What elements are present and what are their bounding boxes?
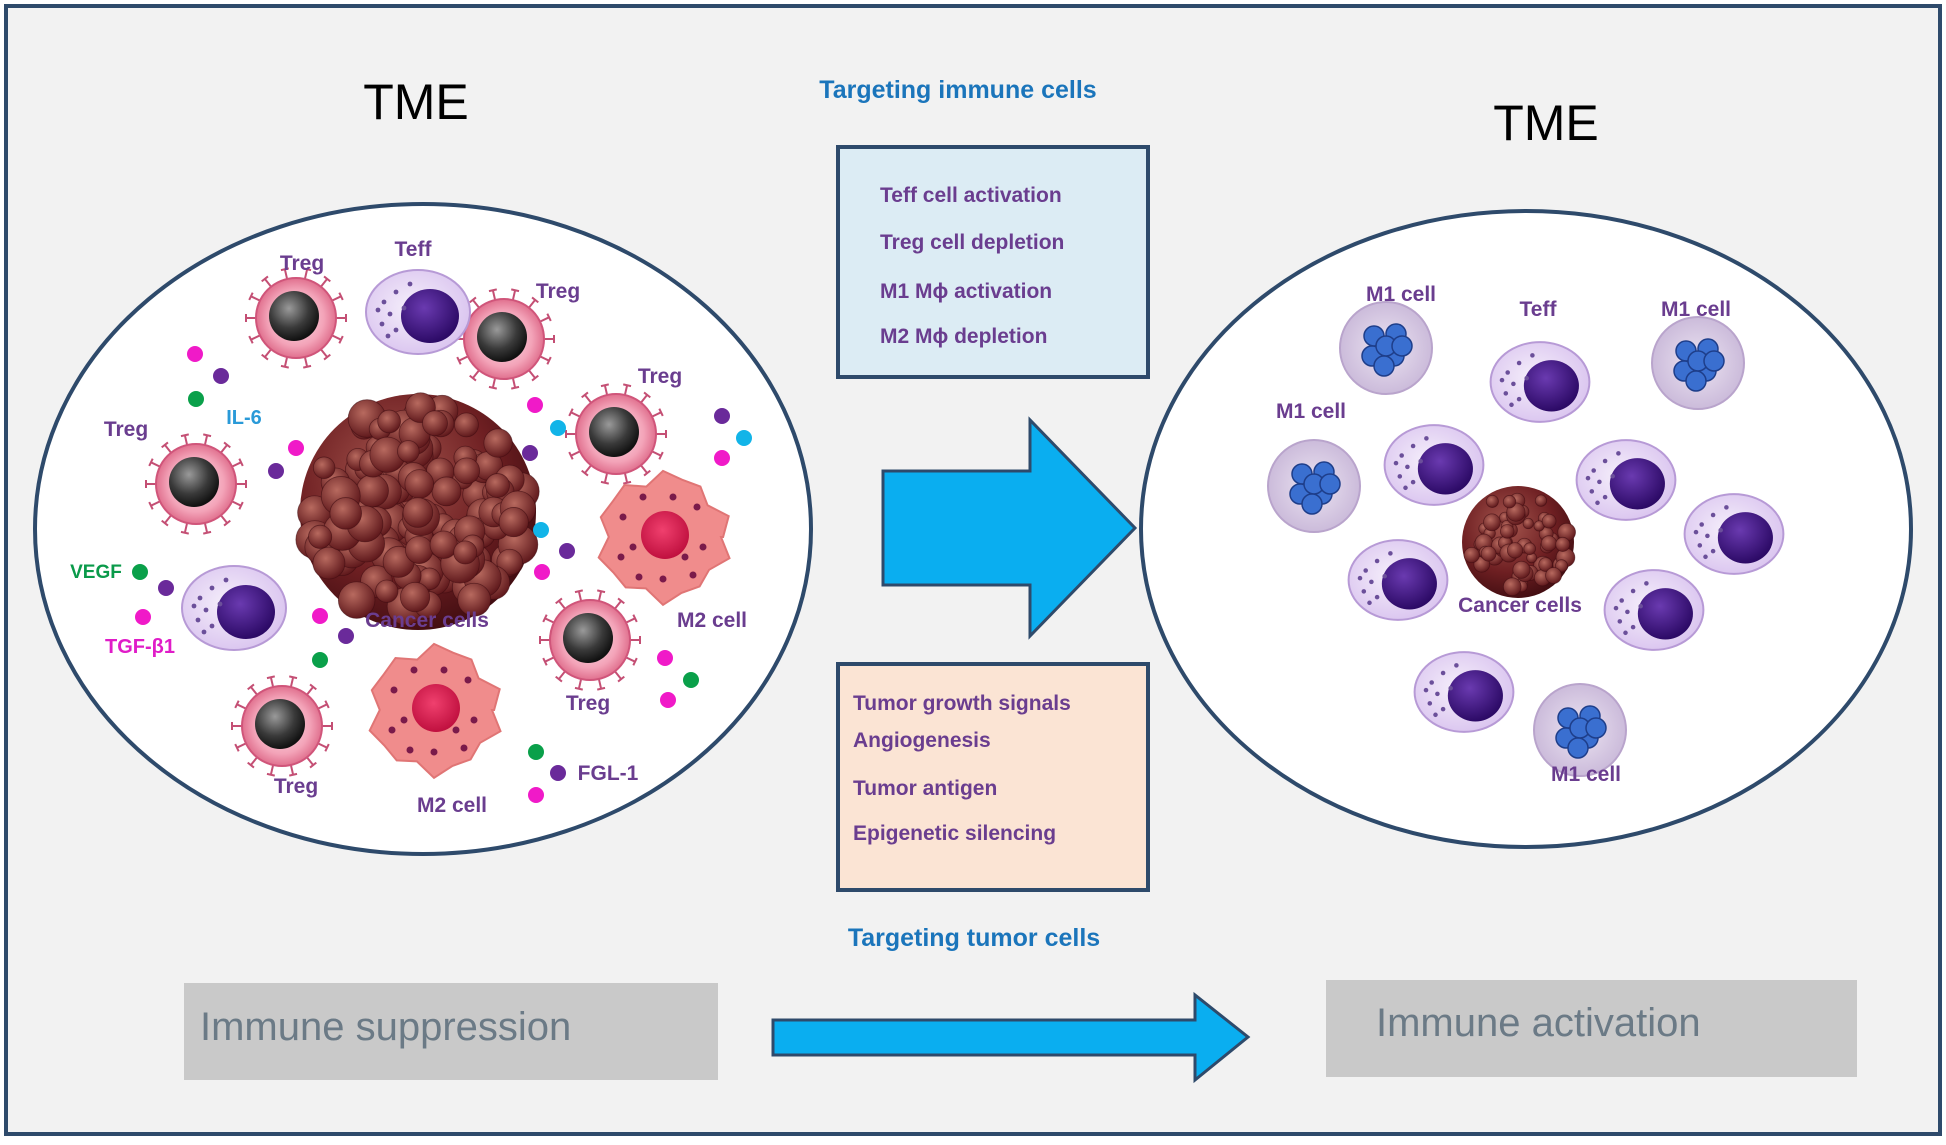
label-vegf: VEGF <box>70 562 122 583</box>
treg-cell <box>539 589 641 691</box>
right-tme-title: TME <box>1493 95 1599 151</box>
label-treg: Treg <box>104 418 148 441</box>
cancer-cell-cluster <box>1462 486 1576 598</box>
cancer-cell-cluster <box>295 392 540 630</box>
label-treg: Treg <box>566 692 610 715</box>
label-cancer-cells: Cancer cells <box>1458 594 1582 617</box>
treg-cell <box>453 288 555 390</box>
tumor-targeting-item: Tumor antigen <box>853 777 997 800</box>
tumor-targeting-item: Angiogenesis <box>853 729 991 752</box>
label-m2-cell: M2 cell <box>677 609 747 632</box>
m1-macrophage <box>1651 316 1745 410</box>
teff-cell <box>181 565 287 651</box>
tumor-targeting-box <box>836 662 1150 892</box>
m2-macrophage <box>368 642 502 780</box>
tumor-targeting-item: Epigenetic silencing <box>853 822 1056 845</box>
label-m1-cell: M1 cell <box>1276 400 1346 423</box>
label-teff: Teff <box>1520 298 1558 321</box>
immune-targeting-box <box>836 145 1150 379</box>
teff-cell <box>1575 439 1677 521</box>
immune-suppression-box <box>184 983 718 1080</box>
label-treg: Treg <box>638 365 682 388</box>
label-tgf-beta1: TGF-β1 <box>105 636 175 658</box>
tumor-targeting-heading: Targeting tumor cells <box>848 924 1100 952</box>
cytokine-dots <box>132 346 752 803</box>
teff-cell <box>1347 539 1449 621</box>
immune-targeting-item: M1 Mϕ activation <box>880 280 1052 303</box>
teff-cell <box>1383 424 1485 506</box>
transition-arrow <box>881 416 1138 640</box>
label-teff: Teff <box>395 238 433 261</box>
immune-targeting-item: Teff cell activation <box>880 184 1062 207</box>
immune-suppression-label: Immune suppression <box>200 1005 571 1049</box>
immune-targeting-item: M2 Mϕ depletion <box>880 325 1047 348</box>
teff-cell <box>1683 493 1785 575</box>
treg-cell <box>231 675 333 777</box>
label-treg: Treg <box>536 280 580 303</box>
label-m1-cell: M1 cell <box>1661 298 1731 321</box>
label-m1-cell: M1 cell <box>1551 763 1621 786</box>
immune-activation-label: Immune activation <box>1376 1001 1701 1045</box>
m2-macrophage <box>597 469 731 607</box>
label-m2-cell: M2 cell <box>417 794 487 817</box>
immune-activation-box <box>1326 980 1857 1077</box>
teff-cell <box>1413 651 1515 733</box>
immune-targeting-item: Treg cell depletion <box>880 231 1064 254</box>
teff-cell <box>365 269 471 355</box>
label-treg: Treg <box>274 775 318 798</box>
treg-cell <box>145 433 247 535</box>
label-m1-cell: M1 cell <box>1366 283 1436 306</box>
m1-macrophage <box>1267 439 1361 533</box>
left-tme-title: TME <box>363 74 469 130</box>
label-il6: IL-6 <box>226 407 262 429</box>
label-treg: Treg <box>280 252 324 275</box>
teff-cell <box>1603 569 1705 651</box>
tumor-targeting-item: Tumor growth signals <box>853 692 1071 715</box>
label-cancer-cells: Cancer cells <box>365 609 489 632</box>
label-fgl1: FGL-1 <box>578 762 639 785</box>
treg-cell <box>565 383 667 485</box>
teff-cell <box>1489 341 1591 423</box>
treg-cell <box>245 267 347 369</box>
immune-targeting-heading: Targeting immune cells <box>819 76 1096 104</box>
m1-macrophage <box>1533 683 1627 777</box>
m1-macrophage <box>1339 301 1433 395</box>
bottom-arrow <box>771 991 1251 1084</box>
